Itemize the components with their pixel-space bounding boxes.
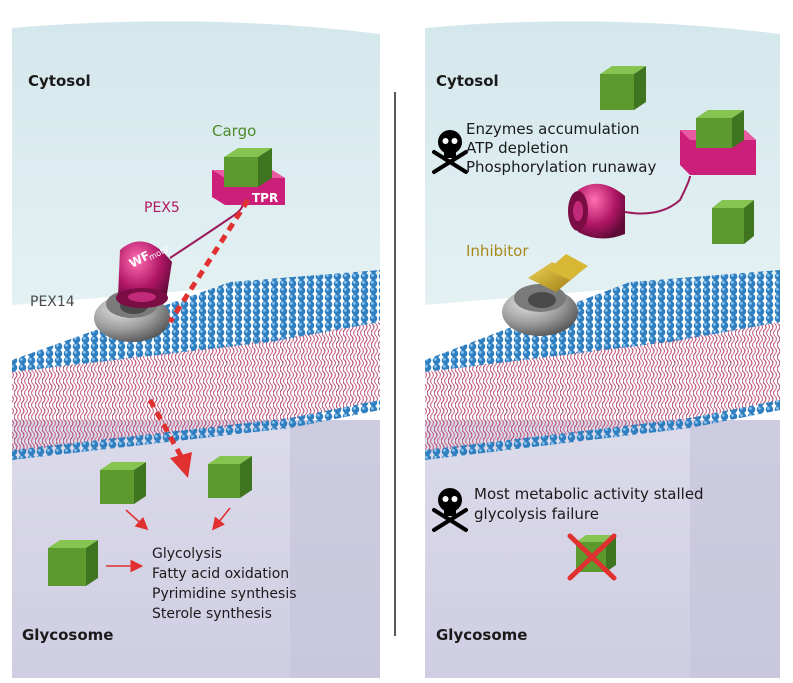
left-panel: Cytosol Glycosome Cargo TPR PEX5 WF moti… — [12, 21, 380, 678]
pex14-inhibited — [502, 284, 578, 336]
glycosome-cargo-2 — [208, 456, 252, 498]
pathway-item: Glycolysis — [152, 546, 222, 562]
import-path-arrow — [167, 198, 251, 324]
right-cytosol-region — [425, 21, 780, 306]
outcome-item: Most metabolic activity stalled — [474, 485, 704, 503]
left-cytosol-region — [12, 21, 380, 306]
left-glycosome-label: Glycosome — [22, 626, 113, 644]
left-cytosol-label: Cytosol — [28, 72, 91, 90]
right-panel: Cytosol Glycosome Enzymes accumulation A… — [425, 21, 780, 678]
pex5-label: PEX5 — [144, 200, 180, 216]
metabolism-arrow — [125, 509, 149, 531]
cytosol-cargo-2 — [712, 200, 754, 244]
import-path-arrow-lower — [147, 398, 185, 460]
effect-item: Enzymes accumulation — [466, 120, 640, 138]
pathway-item: Fatty acid oxidation — [152, 566, 289, 582]
metabolic-pathways-list: Glycolysis Fatty acid oxidation Pyrimidi… — [152, 546, 297, 622]
cargo-tpr-complex — [212, 148, 285, 205]
pathway-item: Pyrimidine synthesis — [152, 586, 297, 602]
free-pex5 — [568, 175, 691, 239]
cargo-label: Cargo — [212, 122, 256, 140]
effect-item: ATP depletion — [466, 139, 568, 157]
right-cytosol-label: Cytosol — [436, 72, 499, 90]
cytosol-cargo-1 — [600, 66, 646, 110]
inhibitor-molecule — [528, 254, 588, 292]
metabolism-arrow — [212, 507, 231, 531]
import-arrowhead — [170, 452, 192, 478]
right-glycosome-label: Glycosome — [436, 626, 527, 644]
glycosome-cargo-1 — [100, 462, 146, 504]
outcome-item: glycolysis failure — [474, 505, 599, 523]
right-membrane-surface — [425, 270, 780, 372]
pex14-label: PEX14 — [30, 294, 75, 310]
skull-crossbones-icon — [432, 130, 468, 174]
tpr-cargo-right — [680, 110, 756, 175]
glycosome-outcomes-list: Most metabolic activity stalled glycolys… — [474, 485, 704, 523]
inhibitor-label: Inhibitor — [466, 242, 529, 260]
effect-item: Phosphorylation runaway — [466, 158, 656, 176]
cytosol-effects-list: Enzymes accumulation ATP depletion Phosp… — [466, 120, 656, 176]
left-membrane-bottom — [12, 400, 380, 460]
tpr-label: TPR — [252, 191, 278, 205]
skull-crossbones-icon — [432, 488, 468, 532]
glycosome-cargo-3 — [48, 540, 98, 586]
left-membrane-surface — [12, 270, 380, 372]
blocked-x-icon — [567, 533, 617, 581]
pathway-item: Sterole synthesis — [152, 606, 272, 622]
right-membrane-bottom — [425, 400, 780, 460]
